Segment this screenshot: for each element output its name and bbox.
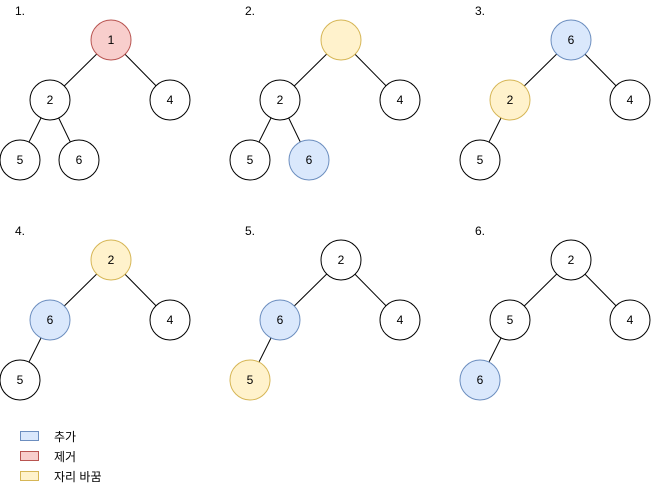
- step-label: 3.: [475, 4, 485, 18]
- tree-node-default: [459, 139, 501, 181]
- tree-edge: [258, 117, 272, 143]
- tree-node-value: 2: [568, 253, 575, 267]
- tree-edge: [523, 53, 558, 87]
- tree-node-default: [489, 299, 531, 341]
- legend-label-added: 추가: [54, 429, 77, 444]
- tree-node-default: [149, 299, 191, 341]
- tree-edge: [288, 117, 301, 143]
- step-panel-6: 6. 2 5 4 6: [459, 224, 651, 401]
- tree-node-swapped: [320, 19, 362, 61]
- tree-node-default: [0, 359, 41, 401]
- tree-node-removed: [90, 19, 132, 61]
- tree-node-value: 6: [277, 313, 284, 327]
- tree-node-default: [29, 79, 71, 121]
- tree-node-value: 2: [338, 253, 345, 267]
- step-label: 2.: [245, 4, 255, 18]
- legend-item-removed: 제거: [20, 446, 102, 466]
- tree-node-value: 6: [477, 373, 484, 387]
- tree-edge: [488, 117, 502, 143]
- step-label: 4.: [15, 224, 25, 238]
- tree-node-value: 6: [47, 313, 54, 327]
- tree-node-value: 4: [397, 313, 404, 327]
- tree-node-value: 4: [397, 93, 404, 107]
- legend-item-added: 추가: [20, 426, 102, 446]
- tree-node-default: [609, 299, 651, 341]
- tree-edge: [584, 53, 617, 87]
- tree-node-default: [609, 79, 651, 121]
- tree-node-value: 6: [306, 153, 313, 167]
- tree-node-value: 2: [507, 93, 514, 107]
- tree-node-added: [259, 299, 301, 341]
- legend-label-removed: 제거: [54, 449, 77, 464]
- tree-edge: [58, 117, 71, 143]
- tree-node-value: 5: [247, 153, 254, 167]
- legend-swatch-swapped: [20, 471, 39, 481]
- tree-node-added: [550, 19, 592, 61]
- tree-node-default: [379, 299, 421, 341]
- tree-node-swapped: [229, 359, 271, 401]
- tree-edge: [258, 337, 272, 363]
- tree-edge: [28, 337, 42, 363]
- tree-node-value: 2: [108, 253, 115, 267]
- tree-node-value: 2: [47, 93, 54, 107]
- tree-edge: [28, 117, 42, 143]
- step-label: 5.: [245, 224, 255, 238]
- tree-node-value: 5: [17, 373, 24, 387]
- tree-edge: [63, 273, 98, 307]
- tree-node-value: 2: [277, 93, 284, 107]
- tree-edge: [293, 273, 328, 307]
- tree-node-value: 5: [477, 153, 484, 167]
- tree-node-value: 1: [108, 33, 115, 47]
- tree-node-added: [29, 299, 71, 341]
- tree-edge: [124, 53, 157, 87]
- tree-node-default: [379, 79, 421, 121]
- step-panel-4: 4. 2 6 4 5: [0, 224, 191, 401]
- tree-node-value: 4: [627, 313, 634, 327]
- tree-node-default: [58, 139, 100, 181]
- tree-node-swapped: [489, 79, 531, 121]
- tree-node-default: [259, 79, 301, 121]
- step-label: 1.: [15, 4, 25, 18]
- legend-item-swapped: 자리 바꿈: [20, 466, 102, 486]
- step-panel-1: 1. 1 2 4 5 6: [0, 4, 191, 181]
- step-panel-5: 5. 2 6 4 5: [229, 224, 421, 401]
- tree-edge: [293, 53, 328, 87]
- tree-node-value: 5: [247, 373, 254, 387]
- tree-edge: [584, 273, 617, 307]
- tree-node-value: 4: [167, 93, 174, 107]
- tree-node-default: [149, 79, 191, 121]
- tree-edge: [523, 273, 558, 307]
- tree-node-value: 5: [17, 153, 24, 167]
- tree-node-default: [320, 239, 362, 281]
- legend-swatch-added: [20, 431, 39, 441]
- step-panel-2: 2. 2 4 5 6: [229, 4, 421, 181]
- tree-node-added: [288, 139, 330, 181]
- tree-edge: [63, 53, 98, 87]
- tree-node-value: 4: [167, 313, 174, 327]
- tree-node-default: [550, 239, 592, 281]
- tree-edge: [354, 273, 387, 307]
- tree-edge: [124, 273, 157, 307]
- tree-node-default: [0, 139, 41, 181]
- tree-node-value: 5: [507, 313, 514, 327]
- tree-edge: [354, 53, 387, 87]
- legend-swatch-removed: [20, 451, 39, 461]
- tree-node-value: 4: [627, 93, 634, 107]
- tree-node-value: 6: [568, 33, 575, 47]
- tree-node-value: 6: [76, 153, 83, 167]
- legend-label-swapped: 자리 바꿈: [54, 469, 102, 484]
- legend: 추가 제거 자리 바꿈: [20, 426, 102, 486]
- tree-node-swapped: [90, 239, 132, 281]
- tree-node-default: [229, 139, 271, 181]
- step-label: 6.: [475, 224, 485, 238]
- tree-edge: [488, 337, 502, 363]
- step-panel-3: 3. 6 2 4 5: [459, 4, 651, 181]
- tree-node-added: [459, 359, 501, 401]
